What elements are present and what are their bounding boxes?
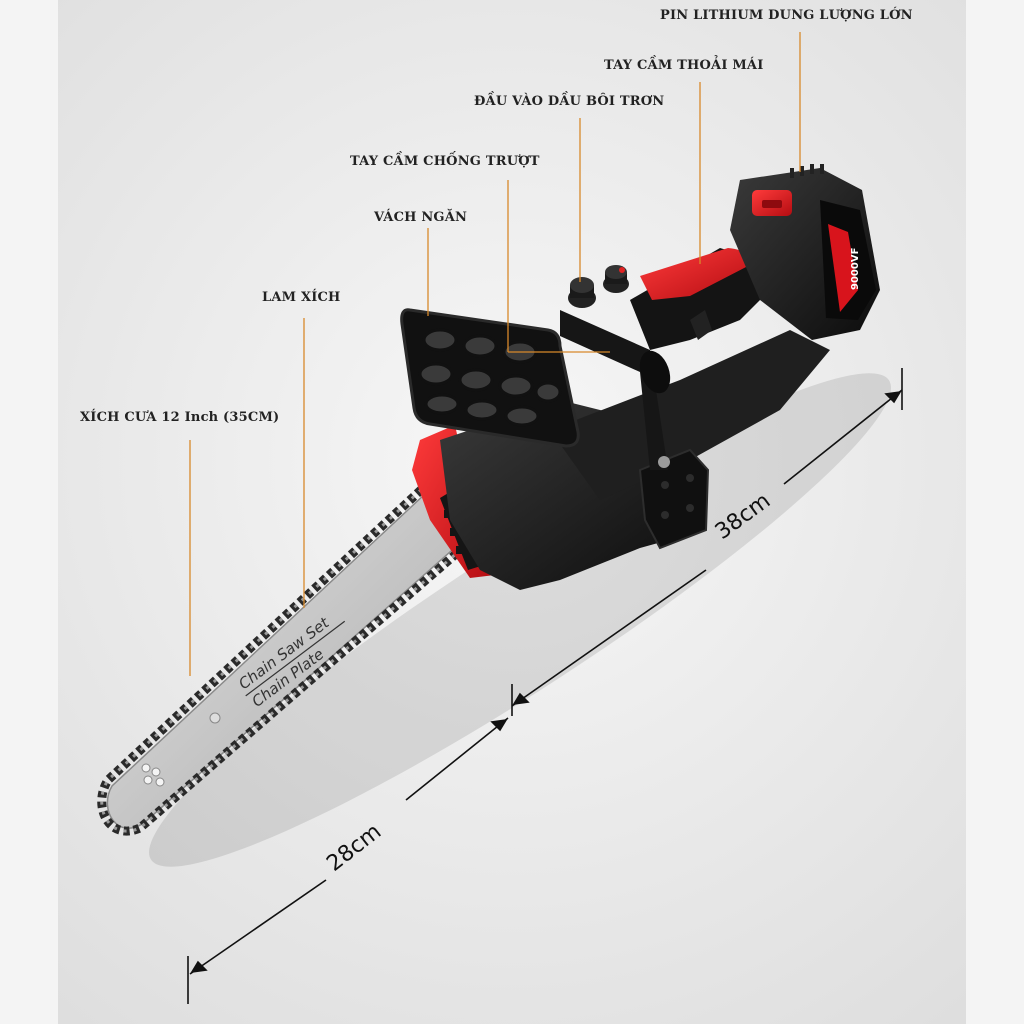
motor-housing-lower	[550, 330, 830, 500]
dimension-28cm	[187, 717, 509, 1004]
trigger	[690, 310, 712, 340]
label-oil-inlet: ĐẦU VÀO DẦU BÔI TRƠN	[474, 94, 665, 109]
rear-handle-grip-red	[640, 248, 749, 300]
right-border	[966, 0, 1024, 1024]
left-border	[0, 0, 58, 1024]
label-battery: PIN LITHIUM DUNG LƯỢNG LỚN	[660, 8, 913, 23]
label-bar: LAM XÍCH	[262, 290, 341, 305]
label-comfort-handle: TAY CẦM THOẢI MÁI	[604, 58, 764, 73]
label-chain: XÍCH CƯA 12 Inch (35CM)	[80, 410, 280, 425]
battery-pack: 9000VF	[730, 164, 880, 340]
saw-chain	[97, 472, 475, 836]
label-antislip-handle: TAY CẦM CHỐNG TRƯỢT	[350, 154, 540, 169]
front-handle	[560, 310, 668, 470]
rear-handle	[630, 248, 770, 350]
mount-holes	[661, 474, 694, 519]
callout-leaders	[189, 32, 801, 676]
hand-guard	[400, 308, 580, 448]
bar-rivets	[141, 712, 221, 787]
handle-bolt	[658, 456, 670, 468]
front-handle-end	[639, 350, 671, 394]
dimension-38cm	[511, 368, 903, 716]
label-guard: VÁCH NGĂN	[374, 210, 468, 225]
oil-inlet-caps	[568, 265, 629, 308]
battery-print: 9000VF	[850, 248, 861, 290]
